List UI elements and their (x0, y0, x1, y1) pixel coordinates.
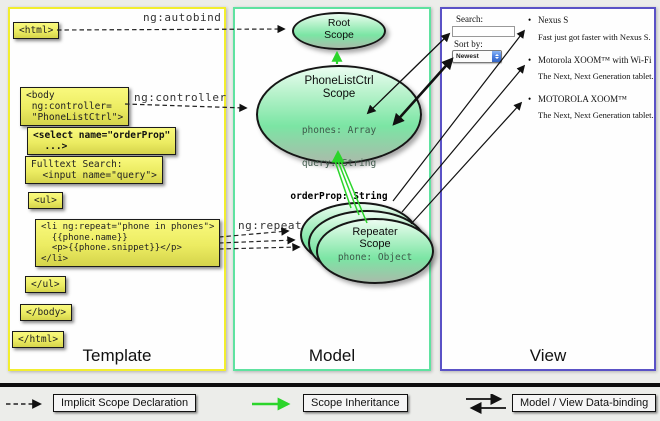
label-ng-repeat: ng:repeat (238, 219, 303, 232)
label-ng-autobind: ng:autobind (143, 11, 222, 24)
sort-dropdown-value: Newest (456, 53, 479, 60)
green-arrow-icon (252, 397, 291, 411)
code-body-close: </body> (20, 304, 73, 321)
phone-item-title: Motorola XOOM™ with Wi-Fi (538, 55, 652, 65)
phone-item-title: MOTOROLA XOOM™ (538, 94, 627, 104)
prop-orderprop: orderProp: String (290, 191, 388, 202)
prop-phone: phone: Object (337, 252, 413, 263)
legend-implicit-scope: Implicit Scope Declaration (53, 394, 197, 412)
phonelistctrl-scope-title: PhoneListCtrl Scope (304, 75, 374, 100)
dashed-arrow-icon (6, 399, 42, 409)
phone-item-title: Nexus S (538, 15, 569, 25)
sort-dropdown[interactable]: Newest (452, 50, 502, 63)
phone-item-desc: The Next, Next Generation tablet. (538, 110, 654, 120)
model-panel-label: Model (308, 346, 356, 365)
double-arrow-icon (466, 394, 506, 414)
sort-by-label: Sort by: (454, 39, 483, 49)
template-panel-label: Template (82, 346, 152, 365)
root-scope-title: Root Scope (324, 17, 354, 41)
phone-item-desc: Fast just got faster with Nexus S. (538, 32, 651, 42)
code-select-orderprop: <select name="orderProp" ...> (27, 127, 177, 155)
code-body-open: <body ng:controller= "PhoneListCtrl"> (20, 87, 130, 126)
bullet-icon: • (528, 15, 532, 25)
root-scope-ellipse: Root Scope (292, 12, 386, 50)
code-html-close: </html> (12, 331, 65, 348)
search-input[interactable] (452, 26, 515, 37)
bullet-icon: • (528, 94, 532, 104)
phone-item-desc: The Next, Next Generation tablet. (538, 71, 654, 81)
phonelistctrl-scope-ellipse: PhoneListCtrl Scope phones: Array query:… (256, 65, 422, 202)
repeater-scope-title: Repeater Scope (352, 226, 398, 250)
code-ul-open: <ul> (28, 192, 63, 209)
dropdown-stepper-icon (492, 51, 501, 62)
code-li-repeat: <li ng:repeat="phone in phones"> {{phone… (35, 219, 221, 267)
repeater-scope-ellipse-front: Repeater Scope phone: Object (316, 218, 434, 284)
label-ng-controller: ng:controller (134, 91, 227, 104)
bullet-icon: • (528, 55, 532, 65)
search-label: Search: (456, 14, 483, 24)
view-panel-label: View (529, 346, 567, 365)
prop-query: query: String (301, 158, 377, 169)
separator-rule (0, 383, 660, 387)
legend-model-view-binding: Model / View Data-binding (512, 394, 657, 412)
prop-phones: phones: Array (301, 125, 377, 136)
code-fulltext-search: Fulltext Search: <input name="query"> (25, 156, 163, 184)
legend-scope-inheritance: Scope Inheritance (303, 394, 408, 412)
code-html-open: <html> (13, 22, 60, 39)
code-ul-close: </ul> (25, 276, 66, 293)
